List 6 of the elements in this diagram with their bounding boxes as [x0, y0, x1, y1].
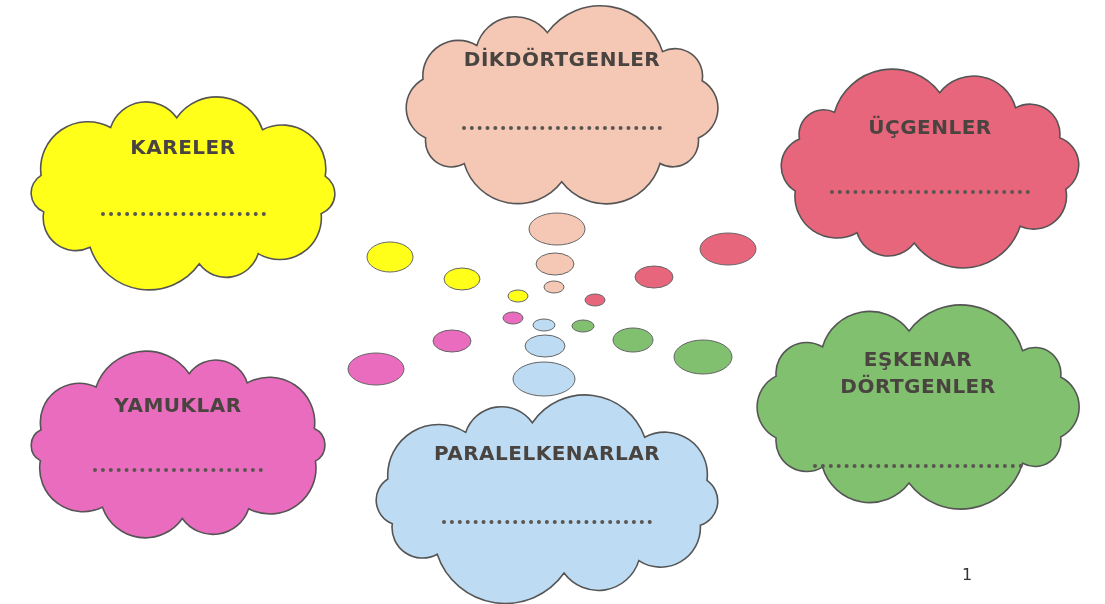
cloud-heading: EŞKENAR DÖRTGENLER: [839, 346, 997, 400]
cloud-heading: YAMUKLAR: [114, 392, 242, 419]
cloud-heading: DİKDÖRTGENLER: [463, 46, 661, 73]
page-number: 1: [962, 565, 973, 584]
cloud-heading: ÜÇGENLER: [868, 114, 992, 141]
cloud-heading: KARELER: [130, 134, 236, 161]
